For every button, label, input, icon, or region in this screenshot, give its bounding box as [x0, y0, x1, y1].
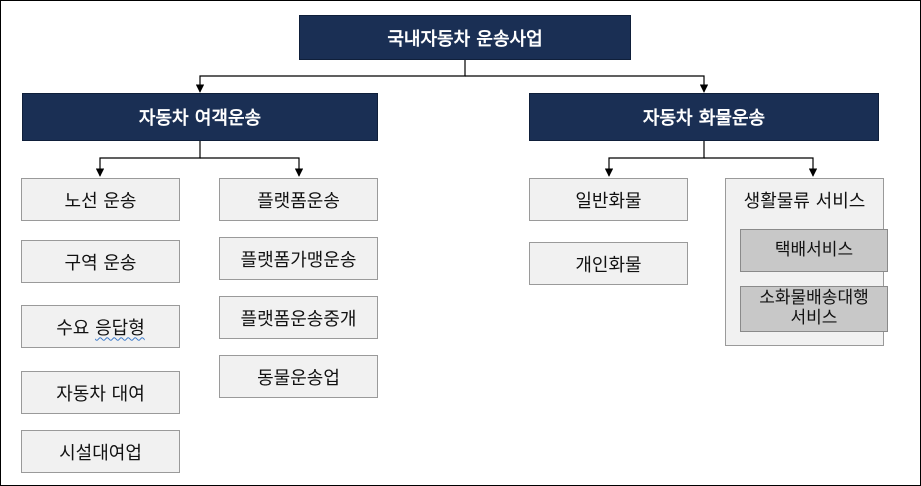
root-connector-right [465, 75, 709, 93]
freight-label: 자동차 화물운송 [642, 108, 766, 129]
zone-transport-node: 구역 운송 [21, 240, 180, 283]
freight-node: 자동차 화물운송 [529, 93, 879, 141]
logistics-title: 생활물류 서비스 [743, 191, 866, 212]
individual-freight-node: 개인화물 [529, 242, 688, 285]
platform-brokerage-node: 플랫폼운송중개 [219, 296, 378, 339]
passenger-label: 자동차 여객운송 [138, 108, 262, 129]
facility-rental-node: 시설대여업 [21, 430, 180, 473]
car-rental-node: 자동차 대여 [21, 371, 180, 414]
root-connector [195, 60, 466, 93]
parcel-service-node: 택배서비스 [740, 229, 888, 272]
demand-responsive-node: 수요 응답형 [21, 305, 180, 348]
passenger-connector [95, 141, 201, 177]
platform-franchise-node: 플랫폼가맹운송 [219, 237, 378, 280]
route-transport-node: 노선 운송 [21, 178, 180, 221]
general-freight-node: 일반화물 [529, 178, 688, 221]
passenger-node: 자동차 여객운송 [22, 93, 378, 141]
passenger-connector-right [200, 157, 304, 177]
root-node: 국내자동차 운송사업 [299, 15, 631, 60]
animal-transport-node: 동물운송업 [219, 355, 378, 398]
platform-transport-node: 플랫폼운송 [219, 178, 378, 221]
freight-connector [604, 141, 705, 177]
small-parcel-delivery-node: 소화물배송대행 서비스 [740, 286, 888, 332]
root-label: 국내자동차 운송사업 [387, 28, 543, 50]
freight-connector-right [704, 157, 818, 177]
